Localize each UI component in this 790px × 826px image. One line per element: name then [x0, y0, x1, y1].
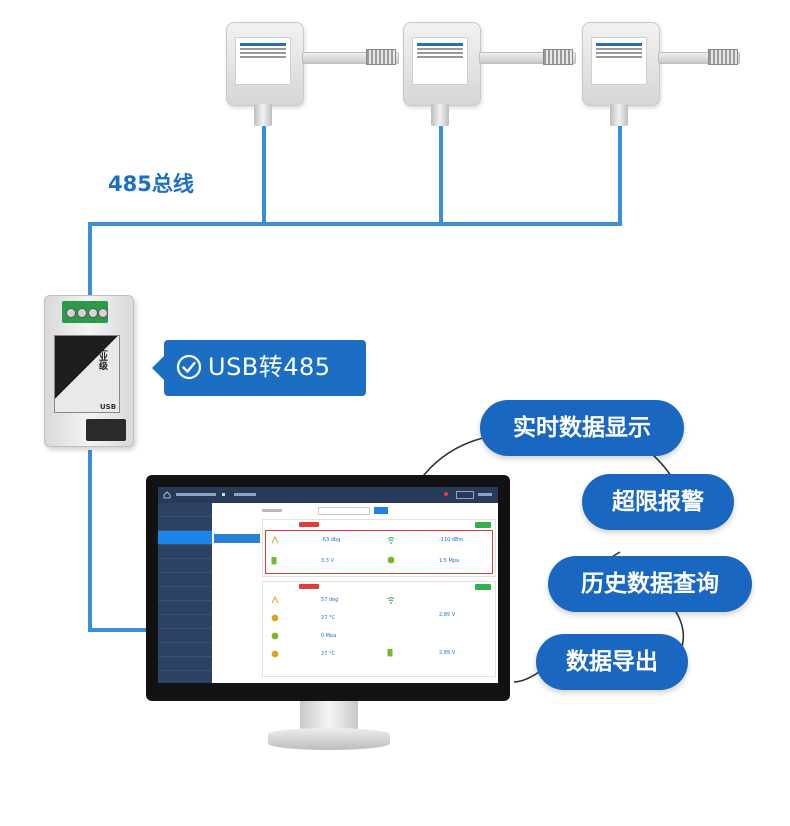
converter-side-text: 工业级 [97, 343, 107, 370]
temperature-icon [271, 614, 279, 622]
feature-history-query: 历史数据查询 [548, 556, 752, 612]
tree-item-active[interactable] [214, 534, 260, 543]
bus-wire-drop-1 [262, 126, 266, 224]
device-card-2: 57 deg 2.85 V 27 °C 0 Mpa 27 °C 2.85 V [262, 581, 496, 677]
reading-value: 1.5 Mpa [439, 558, 460, 564]
monitor-screen: -63 dbg -110 dBm 3.3 V 1.5 Mpa 57 deg [158, 487, 498, 683]
feature-over-limit-alarm: 超限报警 [582, 474, 734, 530]
pressure-icon [271, 632, 279, 640]
reading-value: 2.85 V [439, 650, 456, 656]
reading-value: 27 °C [321, 615, 335, 621]
signal-icon [387, 537, 395, 544]
sidebar-item-active[interactable] [158, 531, 212, 545]
badge-text: USB转485 [208, 353, 331, 381]
usb-485-badge: USB转485 [152, 340, 366, 396]
bus-wire-horizontal [88, 222, 622, 226]
battery-icon [387, 649, 393, 657]
sensor-2 [403, 22, 603, 132]
monitor-stand [268, 728, 390, 750]
feature-realtime-display: 实时数据显示 [480, 400, 684, 456]
usb-port [86, 419, 126, 441]
reading-value: 2.85 V [439, 612, 456, 618]
filter-row [262, 507, 494, 515]
app-sidebar [158, 503, 212, 683]
feature-data-export: 数据导出 [536, 634, 688, 690]
usb-port-label: USB [100, 403, 117, 411]
bus-wire-drop-2 [439, 126, 443, 224]
terminal-block [62, 301, 108, 323]
monitor: -63 dbg -110 dBm 3.3 V 1.5 Mpa 57 deg [146, 475, 510, 701]
reading-value: 0 Mpa [321, 633, 337, 639]
reading-value: 27 °C [321, 651, 335, 657]
bus-label: 485总线 [108, 172, 194, 196]
usb-485-converter: 工业级 USB [40, 295, 136, 455]
sensor-3 [582, 22, 782, 132]
device-tree [214, 507, 260, 677]
bus-wire-drop-3 [618, 126, 622, 224]
monitor-neck [300, 700, 358, 730]
home-icon [163, 491, 171, 499]
search-button[interactable] [374, 507, 388, 514]
temperature-icon [271, 650, 279, 658]
wind-direction-icon [271, 535, 279, 544]
reading-value: -63 dbg [321, 537, 341, 543]
usb-wire-down [88, 450, 92, 632]
device-card-1: -63 dbg -110 dBm 3.3 V 1.5 Mpa [262, 519, 496, 577]
reading-value: 3.3 V [321, 558, 334, 564]
signal-icon [387, 597, 395, 604]
sensor-1 [226, 22, 426, 132]
pressure-icon [387, 556, 395, 564]
reading-value: 57 deg [321, 597, 339, 603]
app-topbar [158, 487, 498, 503]
wind-direction-icon [271, 595, 279, 604]
battery-icon [271, 557, 277, 565]
bus-wire-to-converter [88, 222, 92, 300]
usb-wire-to-monitor [88, 628, 150, 632]
reading-value: -110 dBm [439, 537, 464, 543]
check-circle-icon [176, 354, 202, 380]
